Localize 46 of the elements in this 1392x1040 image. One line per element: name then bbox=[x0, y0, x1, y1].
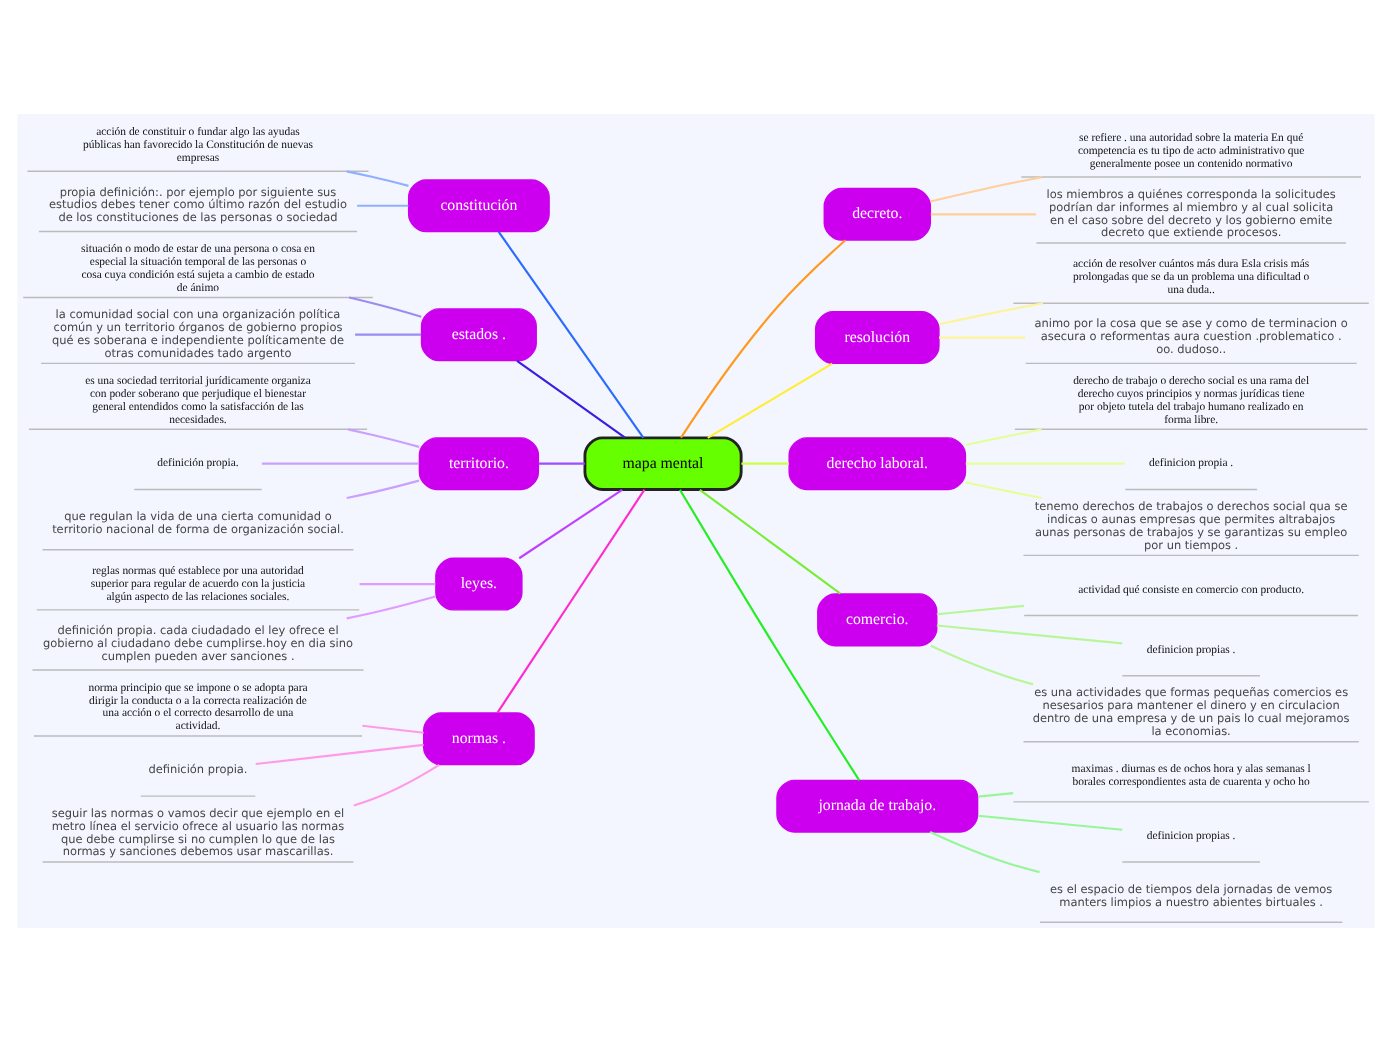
connector bbox=[699, 487, 841, 594]
node-box: jornada de trabajo. bbox=[776, 778, 979, 832]
connector bbox=[353, 762, 440, 806]
connector bbox=[936, 603, 1025, 615]
connector bbox=[355, 332, 422, 335]
node-box: normas . bbox=[423, 711, 535, 765]
connector bbox=[965, 461, 1125, 464]
connector bbox=[929, 830, 1040, 873]
node-box: territorio. bbox=[418, 436, 540, 490]
connector bbox=[357, 203, 409, 206]
connector bbox=[930, 212, 1037, 215]
connector bbox=[977, 791, 1014, 797]
connector bbox=[261, 461, 420, 464]
connector bbox=[347, 427, 420, 447]
connector bbox=[516, 358, 626, 438]
connector bbox=[965, 480, 1042, 499]
connector bbox=[936, 623, 1123, 644]
connector bbox=[348, 295, 422, 317]
connector bbox=[679, 488, 861, 780]
connector bbox=[965, 427, 1042, 445]
connector bbox=[497, 230, 645, 438]
connector bbox=[930, 175, 1043, 202]
connector bbox=[518, 487, 623, 559]
connector bbox=[538, 461, 585, 464]
connector bbox=[680, 238, 847, 438]
connector bbox=[346, 169, 409, 186]
connector bbox=[939, 335, 1026, 338]
connector bbox=[496, 488, 646, 713]
connector bbox=[255, 742, 424, 765]
connector bbox=[359, 582, 436, 585]
node-box: leyes. bbox=[435, 556, 523, 610]
node-box: mapa mental bbox=[583, 435, 743, 490]
connector bbox=[707, 361, 833, 438]
node-box: resolución bbox=[814, 310, 940, 364]
node-box: constitución bbox=[407, 178, 550, 232]
connector bbox=[938, 301, 1044, 325]
node-box: derecho laboral. bbox=[788, 436, 967, 490]
connector bbox=[346, 478, 420, 499]
node-box: comercio. bbox=[817, 592, 938, 646]
node-box: estados . bbox=[420, 307, 537, 361]
connector bbox=[977, 813, 1123, 830]
connector bbox=[741, 461, 789, 464]
connector bbox=[346, 594, 436, 619]
connector bbox=[362, 723, 424, 733]
node-box: decreto. bbox=[823, 186, 932, 240]
connector bbox=[930, 643, 1034, 685]
